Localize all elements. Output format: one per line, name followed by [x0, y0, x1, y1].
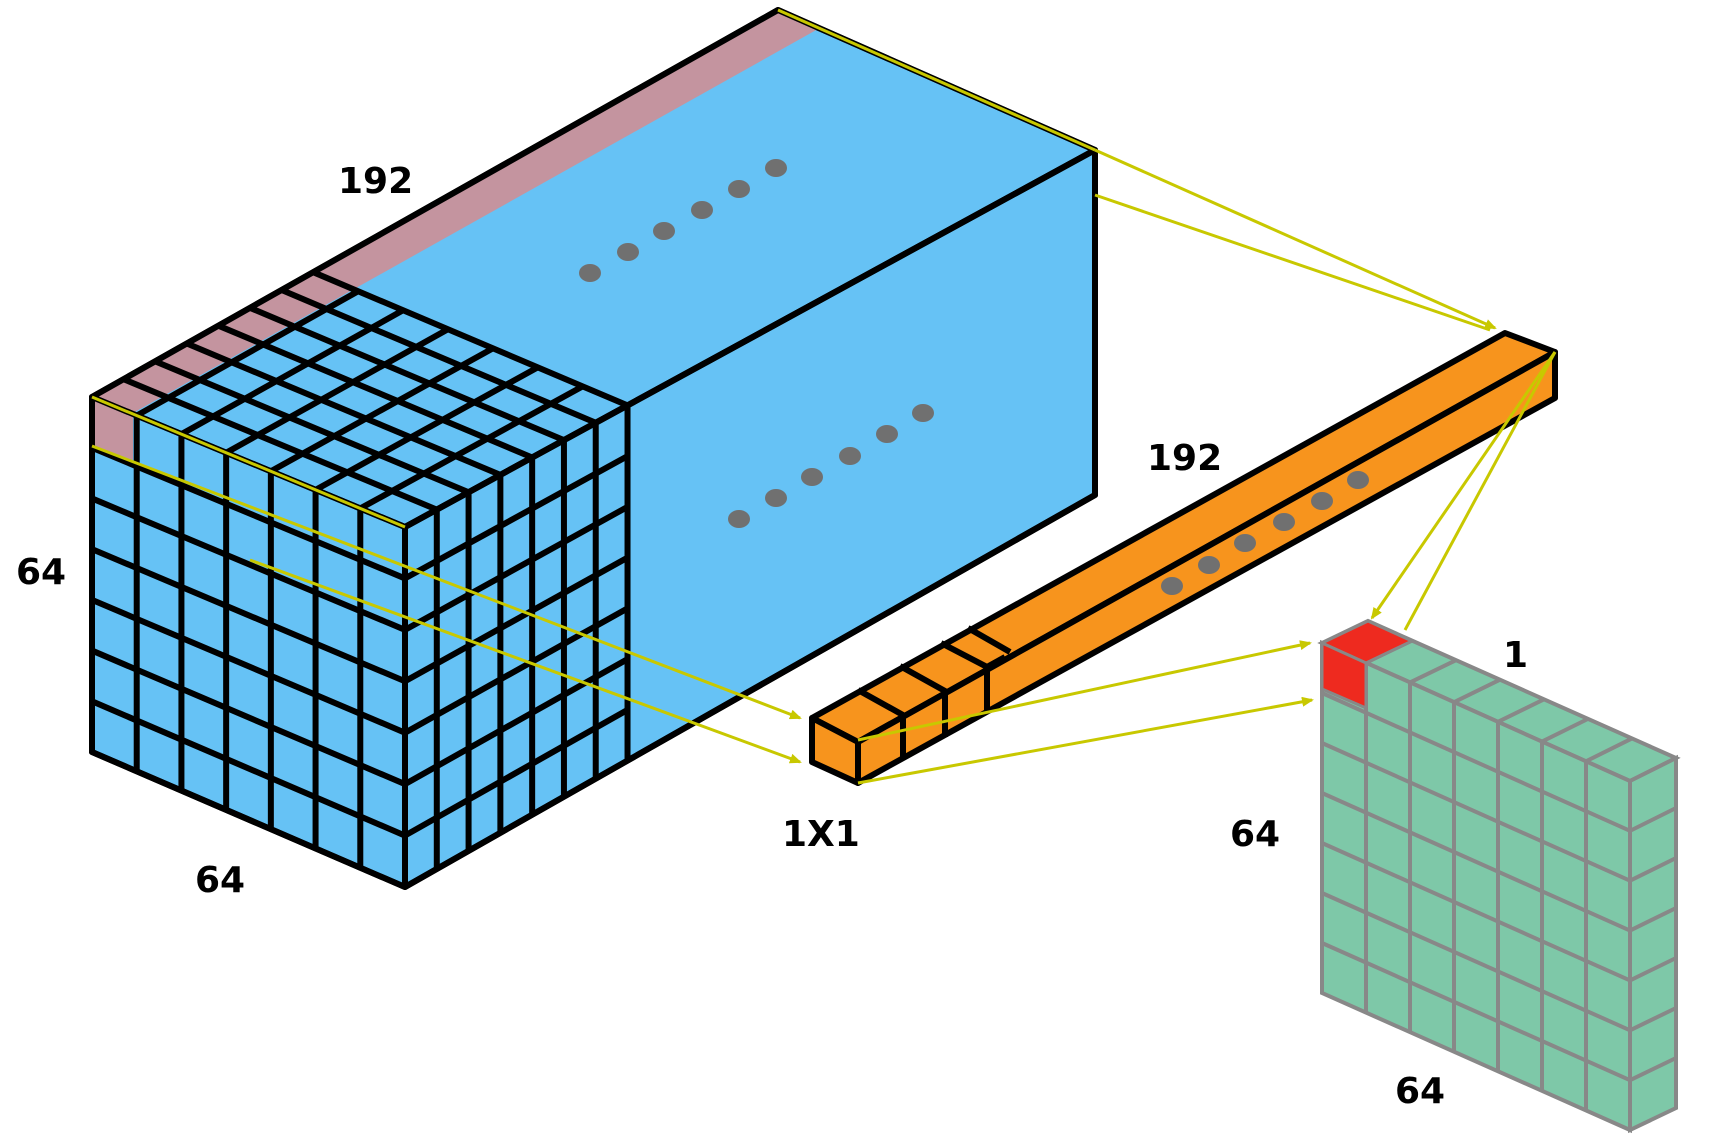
grid-line — [403, 656, 629, 787]
label-filter-size: 1X1 — [782, 814, 860, 855]
grid-line — [1629, 1056, 1677, 1082]
projection-arrows — [91, 8, 1557, 785]
grid-line — [1585, 736, 1633, 764]
input-grid-lines — [90, 269, 631, 869]
grid-line — [1321, 791, 1631, 933]
grid-line — [185, 340, 502, 478]
input-side-ellipsis — [728, 404, 934, 528]
label-output-height: 64 — [1230, 814, 1280, 855]
grid-line — [1321, 691, 1631, 833]
grid-line — [90, 546, 407, 685]
output-front-face — [1320, 639, 1632, 1134]
grid-line — [1321, 941, 1631, 1082]
label-input-height: 64 — [16, 552, 66, 593]
grid-line — [1629, 806, 1677, 833]
label-input-width: 64 — [195, 860, 245, 901]
grid-line — [1321, 891, 1631, 1033]
arrow-bar-end-to-output — [1370, 351, 1557, 620]
grid-line — [1629, 906, 1677, 933]
output-map — [1317, 618, 1681, 1134]
output-cell-highlight-front — [1320, 640, 1368, 711]
grid-line — [90, 698, 407, 839]
label-output-depth: 1 — [1503, 635, 1528, 676]
grid-line — [314, 364, 540, 493]
grid-line — [1629, 856, 1677, 883]
arrow-bar-to-output-bottom — [857, 696, 1314, 785]
grid-line — [217, 322, 534, 461]
grid-line — [1453, 677, 1501, 704]
label-input-depth: 192 — [338, 161, 413, 202]
grid-line — [1321, 741, 1631, 883]
guide-line-front-top — [91, 395, 406, 529]
grid-line — [154, 358, 470, 496]
grid-line — [224, 326, 450, 456]
grid-line — [312, 269, 629, 409]
grid-line — [403, 504, 629, 633]
grid-line — [1321, 841, 1631, 983]
guide-line-side — [1094, 193, 1491, 332]
filter-bar-ellipsis — [1161, 471, 1369, 595]
input-top-strip — [92, 10, 818, 413]
arrow-to-bar-front-bottom — [249, 558, 802, 764]
guide-line-bar-end-output — [1403, 351, 1557, 631]
grid-line — [1629, 956, 1677, 983]
grid-line — [358, 383, 585, 512]
arrow-bar-to-output-top — [857, 640, 1312, 742]
grid-line — [403, 555, 629, 684]
grid-line — [1497, 697, 1545, 724]
grid-line — [90, 647, 407, 787]
grid-line — [403, 605, 629, 736]
grid-line — [1629, 1006, 1677, 1033]
grid-line — [1409, 658, 1457, 685]
input-volume — [89, 7, 1098, 890]
grid-line — [90, 444, 407, 582]
arrow-to-bar-front-top — [91, 444, 802, 720]
output-right-face — [1628, 754, 1678, 1134]
grid-line — [403, 707, 630, 839]
label-output-width: 64 — [1395, 1071, 1445, 1112]
grid-line — [90, 495, 407, 633]
arrow-to-bar-end — [1094, 148, 1497, 330]
grid-line — [280, 287, 597, 426]
input-top-ellipsis — [579, 159, 787, 282]
label-bar-depth: 192 — [1147, 438, 1222, 479]
grid-line — [135, 288, 360, 419]
grid-line — [269, 345, 495, 474]
grid-line — [90, 597, 407, 736]
grid-line — [122, 376, 438, 513]
grid-line — [403, 453, 629, 582]
grid-line — [248, 305, 566, 443]
guide-line-top-back — [777, 8, 1096, 152]
grid-line — [179, 307, 405, 437]
grid-line — [1541, 717, 1589, 744]
output-grid-lines — [1321, 638, 1677, 1111]
